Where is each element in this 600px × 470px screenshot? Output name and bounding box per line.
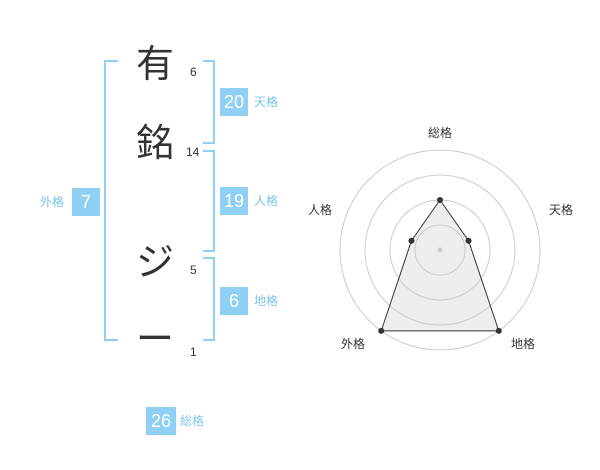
radar-chart bbox=[339, 149, 541, 351]
ten-kaku-value: 20 bbox=[220, 88, 248, 116]
name-char-4: ー bbox=[135, 317, 174, 361]
stroke-count-1: 6 bbox=[190, 65, 197, 79]
gai-kaku-value: 7 bbox=[72, 188, 100, 216]
radar-label-chi: 地格 bbox=[511, 337, 536, 351]
radar-point-1 bbox=[465, 237, 472, 244]
radar-label-jin: 人格 bbox=[308, 203, 333, 217]
name-char-1: 有 bbox=[135, 42, 174, 86]
radar-ring-4 bbox=[339, 149, 541, 351]
chi-kaku-value: 6 bbox=[220, 287, 248, 315]
stroke-count-3: 5 bbox=[190, 263, 197, 277]
radar-ring-3 bbox=[364, 174, 516, 326]
jin-bracket bbox=[203, 150, 215, 252]
sou-kaku-value: 26 bbox=[146, 407, 176, 435]
radar-center bbox=[437, 247, 443, 253]
chi-bracket bbox=[203, 257, 215, 341]
radar-point-3 bbox=[378, 327, 385, 334]
chi-kaku-label: 地格 bbox=[254, 294, 279, 308]
name-char-2: 銘 bbox=[135, 121, 174, 165]
stroke-count-2: 14 bbox=[186, 145, 200, 159]
radar-label-ten: 天格 bbox=[549, 203, 574, 217]
jin-kaku-value: 19 bbox=[220, 187, 248, 215]
gai-kaku-label: 外格 bbox=[40, 195, 65, 209]
sou-kaku-label: 総格 bbox=[180, 414, 205, 428]
radar-point-2 bbox=[495, 327, 502, 334]
ten-kaku-label: 天格 bbox=[254, 95, 279, 109]
radar-polygon bbox=[380, 199, 500, 332]
outer-bracket bbox=[104, 60, 118, 341]
stroke-count-4: 1 bbox=[190, 345, 197, 359]
radar-point-4 bbox=[408, 237, 415, 244]
radar-point-0 bbox=[437, 197, 443, 203]
radar-label-sou: 総格 bbox=[428, 126, 453, 140]
ten-bracket bbox=[203, 60, 215, 144]
jin-kaku-label: 人格 bbox=[254, 194, 279, 208]
radar-ring-1 bbox=[414, 224, 466, 276]
name-char-3: ジ bbox=[135, 240, 174, 284]
radar-label-gai: 外格 bbox=[341, 337, 366, 351]
